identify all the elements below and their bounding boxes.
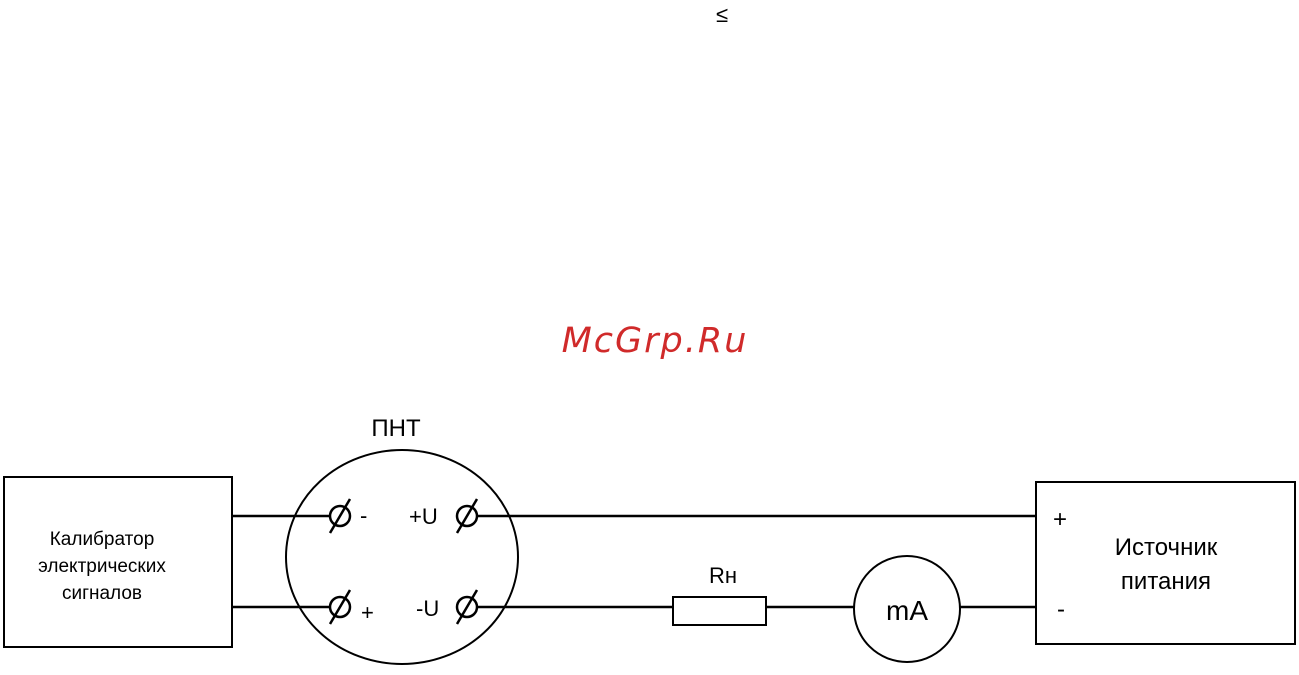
terminal-plus-u xyxy=(457,499,477,533)
terminal-minus-u xyxy=(457,590,477,624)
calibrator-label-line-3: сигналов xyxy=(62,583,142,604)
power-minus-label: - xyxy=(1057,596,1065,623)
power-supply-block: + - Источник питания xyxy=(1036,482,1295,644)
load-resistor: Rн xyxy=(673,563,766,625)
meter-label: mA xyxy=(886,595,928,626)
terminal-plus-u-label: +U xyxy=(409,504,438,529)
power-label-line-1: Источник xyxy=(1115,534,1218,561)
wires xyxy=(232,516,1036,607)
top-symbol: ≤ xyxy=(716,2,728,27)
pnt-transducer: ПНТ xyxy=(286,415,518,664)
resistor-label: Rн xyxy=(709,563,737,588)
power-plus-label: + xyxy=(1053,506,1067,533)
calibrator-block: Калибратор электрических сигналов xyxy=(4,477,232,647)
watermark: McGrp.Ru xyxy=(562,321,749,361)
terminal-plus xyxy=(330,590,350,624)
terminal-minus-u-label: -U xyxy=(416,596,439,621)
terminal-minus-label: - xyxy=(360,503,367,528)
calibrator-label-line-1: Калибратор xyxy=(50,529,155,550)
calibrator-label-line-2: электрических xyxy=(38,556,166,577)
terminal-minus xyxy=(330,499,350,533)
power-label-line-2: питания xyxy=(1121,568,1211,595)
pnt-label: ПНТ xyxy=(371,415,421,442)
terminal-plus-label: + xyxy=(361,600,374,625)
milliammeter: mA xyxy=(854,556,960,662)
